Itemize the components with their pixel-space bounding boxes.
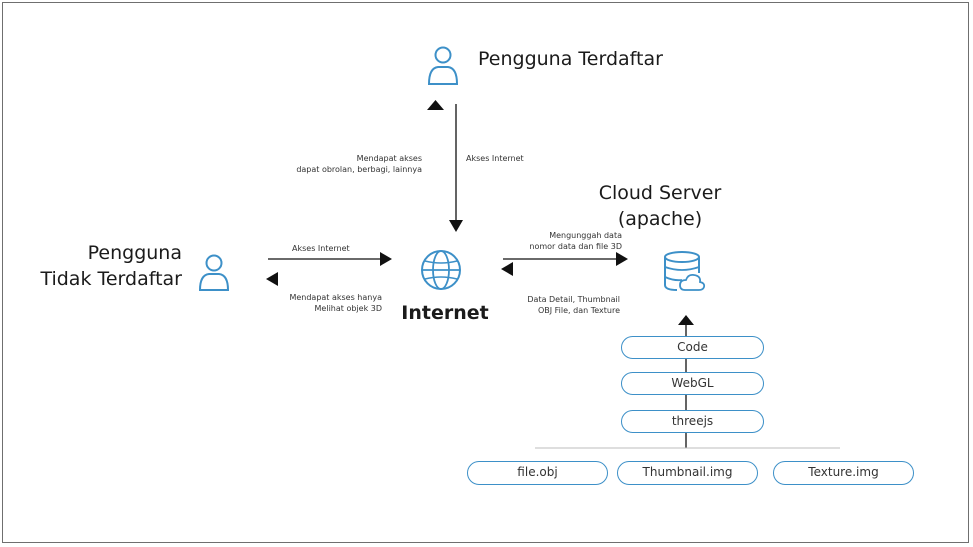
cloud-server-label-line1: Cloud Server [598,182,722,204]
edge-label-registered-access: Akses Internet [466,154,524,163]
arrowhead-left-internet [501,262,513,276]
edge-label-registered-receive-line1: Mendapat akses [356,154,422,163]
cloud-server-label-line2: (apache) [617,208,703,230]
arrowhead-right-internet [380,252,392,266]
user-icon [427,46,459,85]
asset-file-obj: file.obj [467,461,608,485]
edge-label-registered-receive: Mendapat akses dapat obrolan, berbagi, l… [290,153,422,175]
asset-thumbnail-img: Thumbnail.img [617,461,758,485]
user-icon [198,254,230,291]
edge-label-registered-receive-line2: dapat obrolan, berbagi, lainnya [296,165,422,174]
cloud-server-label: Cloud Server (apache) [590,180,730,232]
edge-label-unregistered-receive-line2: Melihat objek 3D [314,304,382,313]
edge-label-unregistered-receive-line1: Mendapat akses hanya [289,293,382,302]
edge-label-download-line1: Data Detail, Thumbnail [527,295,620,304]
arrowhead-left-unregistered [266,272,278,286]
edge-label-upload: Mengunggah data nomor data dan file 3D [500,230,622,252]
edge-label-unregistered-access: Akses Internet [292,244,350,253]
arrowhead-down-internet [449,220,463,232]
arrowhead-up-server [678,315,694,325]
stack-threejs: threejs [621,410,764,433]
asset-texture-img: Texture.img [773,461,914,485]
registered-user-label: Pengguna Terdaftar [478,48,663,70]
edge-label-download: Data Detail, Thumbnail OBJ File, dan Tex… [498,294,620,316]
unregistered-user-label-line2: Tidak Terdaftar [40,268,182,290]
edge-label-download-line2: OBJ File, dan Texture [537,306,620,315]
arrowhead-up-registered [427,100,444,110]
unregistered-user-label-line1: Pengguna [87,242,182,264]
edge-label-upload-line2: nomor data dan file 3D [529,242,622,251]
arrowhead-right-server [616,252,628,266]
database-cloud-icon [664,251,706,291]
stack-webgl: WebGL [621,372,764,395]
globe-icon [421,250,461,290]
stack-code: Code [621,336,764,359]
edge-label-unregistered-receive: Mendapat akses hanya Melihat objek 3D [262,292,382,314]
unregistered-user-label: Pengguna Tidak Terdaftar [40,240,182,292]
internet-label: Internet [401,302,489,324]
edge-label-upload-line1: Mengunggah data [549,231,622,240]
